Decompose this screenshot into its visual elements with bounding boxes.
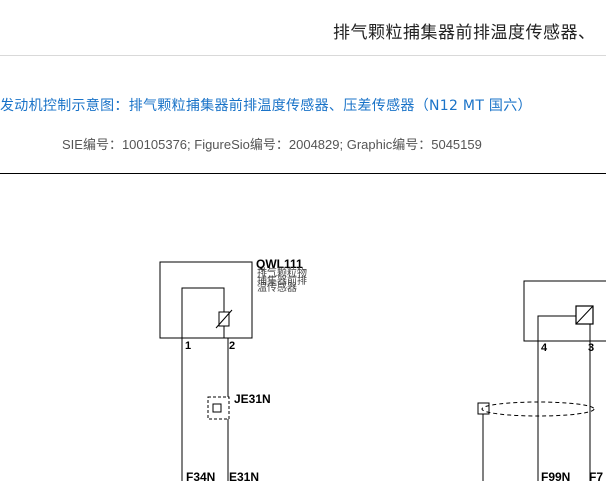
temp-sensor-code: QWL111 — [256, 257, 303, 271]
temp-sensor-name-2: 捕集器前排 — [257, 274, 307, 287]
temp-sensor-box — [159, 261, 253, 339]
pressure-sensor: 4 3 — [523, 280, 606, 354]
page-header: 排气颗粒捕集器前排温度传感器、 — [0, 0, 606, 56]
connector-pin-icon — [212, 403, 222, 413]
temp-sensor: QWL111 排气颗粒物 捕集器前排 温传感器 1 2 — [159, 257, 307, 352]
shield-ellipse — [481, 401, 595, 417]
pressure-sensor-pin-4: 4 — [541, 342, 548, 354]
wire-label-4: F7 — [589, 470, 603, 481]
wire-label-3: F99N — [541, 470, 570, 481]
shield — [477, 401, 595, 481]
pressure-sensor-internal-wire — [537, 315, 576, 341]
connector-je31n: JE31N — [207, 392, 271, 420]
temp-sensor-name-3: 温传感器 — [257, 281, 297, 294]
wire-label-2: E31N — [229, 470, 259, 481]
connector-icon — [207, 396, 230, 420]
pressure-sensor-slash — [575, 305, 594, 325]
temp-sensor-pin-1: 1 — [185, 340, 191, 352]
pressure-sensor-box — [523, 280, 606, 342]
thermistor-icon — [218, 311, 230, 327]
wire-label-1: F34N — [186, 470, 215, 481]
diagram-meta: SIE编号：100105376; FigureSio编号：2004829; Gr… — [62, 137, 482, 152]
diagram-title: 发动机控制示意图：排气颗粒捕集器前排温度传感器、压差传感器（N12 MT 国六） — [0, 98, 532, 114]
temp-sensor-internal-wire — [181, 287, 225, 338]
thermistor-slash — [215, 309, 233, 329]
page-title: 排气颗粒捕集器前排温度传感器、 — [333, 23, 596, 43]
pressure-sensor-pin-3: 3 — [588, 342, 594, 354]
divider-rule — [0, 173, 606, 174]
connector-code: JE31N — [234, 392, 271, 406]
pressure-sensor-icon — [575, 305, 594, 325]
temp-sensor-pin-2: 2 — [229, 340, 235, 352]
temp-sensor-name-1: 排气颗粒物 — [257, 266, 307, 279]
